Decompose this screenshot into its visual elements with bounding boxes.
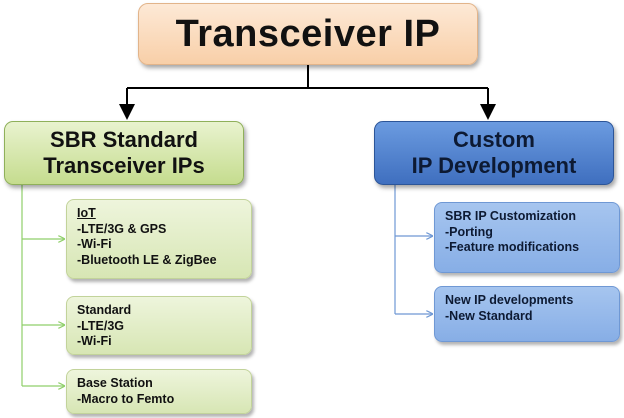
subnode-heading: Standard [77, 303, 132, 317]
subnode-item: -LTE/3G & GPS [77, 221, 167, 236]
category-sbr-standard: SBR Standard Transceiver IPs [4, 121, 244, 185]
root-node: Transceiver IP [138, 3, 478, 65]
subnode-item: -Porting [445, 224, 493, 239]
category-custom-ip: Custom IP Development [374, 121, 614, 185]
subnode-heading: SBR IP Customization [445, 209, 577, 223]
category-title-line2: Transceiver IPs [43, 153, 205, 178]
subnode-heading: IoT [77, 206, 96, 220]
category-title-line1: SBR Standard [50, 127, 198, 152]
subnode-heading: New IP developments [445, 293, 574, 307]
subnode-item: -Feature modifications [445, 240, 580, 254]
subnode-base-station: Base Station -Macro to Femto [66, 369, 252, 414]
subnode-new-ip-developments: New IP developments -New Standard [434, 286, 620, 342]
subnode-sbr-ip-customization: SBR IP Customization -Porting -Feature m… [434, 202, 620, 273]
subnode-item: -LTE/3G [77, 318, 124, 333]
subnode-item: -New Standard [445, 308, 533, 323]
subnode-item: -Bluetooth LE & ZigBee [77, 252, 217, 267]
subnode-item: -Wi-Fi [77, 237, 112, 251]
subnode-iot: IoT -LTE/3G & GPS -Wi-Fi -Bluetooth LE &… [66, 199, 252, 279]
subnode-item: -Macro to Femto [77, 391, 175, 406]
category-title-line2: IP Development [411, 153, 577, 178]
subnode-heading: Base Station [77, 376, 153, 390]
subnode-item: -Wi-Fi [77, 334, 112, 348]
category-title-line1: Custom [453, 127, 535, 152]
subnode-standard: Standard -LTE/3G -Wi-Fi [66, 296, 252, 355]
root-title: Transceiver IP [175, 12, 441, 55]
